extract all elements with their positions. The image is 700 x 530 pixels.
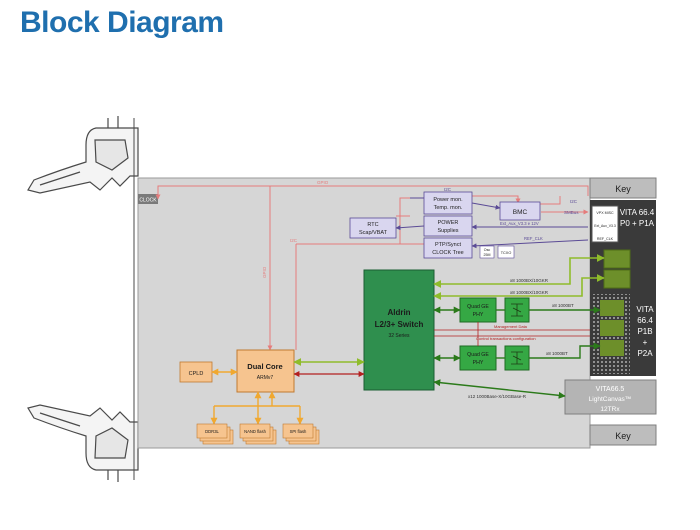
spi-flash-memory <box>282 423 320 445</box>
p1b-label-1: VITA <box>636 305 654 314</box>
vpx-misc-block <box>591 205 619 243</box>
p1b-port-3 <box>600 340 624 356</box>
tcxo-label: TCXO <box>501 251 512 255</box>
red-management-buses <box>434 322 590 346</box>
transformer-bottom-icon <box>511 351 523 365</box>
vita665-label-2: LightCanvas™ <box>589 396 632 403</box>
key-bottom-label: Key <box>615 431 631 441</box>
switch-label-1: Aldrin <box>387 308 410 317</box>
ddr3l-memory <box>196 423 234 445</box>
nand-flash-memory <box>239 423 277 445</box>
p0-small-label-1: VPX MISC <box>596 211 614 215</box>
p0-small-label-2: Ext_Aux_V3.3 <box>594 224 616 228</box>
phy-top-label-2: PHY <box>473 312 484 318</box>
phy-bottom-label-1: Quad GE <box>467 352 489 358</box>
nand-label: NAND flash <box>244 429 267 434</box>
key-top-label: Key <box>615 184 631 194</box>
p0-small-label-3: REF_CLK <box>597 237 614 241</box>
p1b-port-1 <box>600 300 624 316</box>
power-supplies-label-2: Supplies <box>437 228 458 234</box>
bottom-ejector-handle <box>27 404 139 482</box>
p1b-label-3: P1B <box>637 327 652 336</box>
ext-aux-label: Ext_Aux_V3.3 e 12V <box>500 221 539 226</box>
ddr-label: DDR3L <box>205 429 219 434</box>
switch-label-3: 32 Series <box>388 333 410 339</box>
i2c-left-label: I2C <box>290 238 298 243</box>
power-supplies-label-1: POWER <box>438 220 459 226</box>
ptp-label-2: CLOCK Tree <box>432 250 463 256</box>
ref-clk-label: REF_CLK <box>524 236 543 241</box>
clock-chip-label: CLOCK <box>139 198 157 204</box>
p1b-label-2: 66.4 <box>637 316 653 325</box>
ptp-label-1: PTP/Synct <box>435 242 461 248</box>
top-ejector-handle <box>27 116 139 194</box>
p1a-optical-port-1 <box>603 249 631 269</box>
link-10g-a-label: x8 1000BX/10GKR <box>510 278 549 283</box>
green-10g-links <box>433 254 605 300</box>
rtc-label-2: Scap/VBAT <box>359 230 388 236</box>
mgmt-data-label: Management Data <box>494 324 528 329</box>
osc-label-2: 25M <box>484 253 491 257</box>
cpu-label-1: Dual Core <box>247 362 282 371</box>
quad-ge-phy-bottom <box>459 345 497 371</box>
phy-top-label-1: Quad GE <box>467 304 489 310</box>
gpio-side-label: GPIO <box>262 266 267 278</box>
p1a-optical-port-2 <box>603 269 631 289</box>
p0-connector-label-1: VITA 66.4 <box>620 208 655 217</box>
phy-bottom-label-2: PHY <box>473 360 484 366</box>
osc-label-1: Osc <box>484 248 491 252</box>
transformer-top-icon <box>511 303 523 317</box>
pink-control-buses <box>155 185 589 351</box>
bmc-label: BMC <box>513 209 528 216</box>
link-1000bt-b-label: x8 1000BT <box>546 351 568 356</box>
link-1000bt-a-label: x8 1000BT <box>552 303 574 308</box>
gpio-top-label: GPIO <box>317 180 329 185</box>
purple-management-buses <box>395 197 589 249</box>
orange-memory-bus <box>210 391 304 425</box>
p1b-label-5: P2A <box>637 349 653 358</box>
dual-core-cpu-block <box>236 349 295 393</box>
spi-label: SPI flash <box>290 429 307 434</box>
power-mon-label-1: Power mon. <box>433 197 463 203</box>
power-mon-label-2: Temp. mon. <box>434 205 463 211</box>
p0-connector-label-2: P0 + P1A <box>620 219 655 228</box>
cpu-label-2: ARMv7 <box>257 375 274 381</box>
link-10g-b-label: x8 1000BX/10GKR <box>510 290 549 295</box>
link-vita665-label: x12 1000Base-X/10GBase-R <box>468 394 527 399</box>
smbus-label: SMBus <box>564 210 579 215</box>
i2c-top-label: I2C <box>444 187 452 192</box>
vita665-label-3: 12TRx <box>600 406 620 413</box>
vita665-label-1: VITA66.5 <box>596 386 625 393</box>
p1b-port-2 <box>600 320 624 336</box>
page-title: Block Diagram <box>20 6 224 39</box>
cpld-label: CPLD <box>189 371 204 377</box>
clock-chip <box>138 194 158 204</box>
i2c-right-label: I2C <box>570 199 578 204</box>
aldrin-switch-block <box>363 269 435 391</box>
p1b-label-4: + <box>643 338 648 347</box>
key-top-block <box>589 177 657 199</box>
vita665-link <box>433 379 566 399</box>
rtc-label-1: RTC <box>367 222 378 228</box>
bmc-block <box>499 201 541 221</box>
switch-label-2: L2/3+ Switch <box>375 320 424 329</box>
key-bottom-block <box>589 424 657 446</box>
quad-ge-phy-top <box>459 297 497 323</box>
ctrl-config-label: Control transactions configuration <box>476 336 536 341</box>
dark-green-ge-links <box>433 306 601 362</box>
